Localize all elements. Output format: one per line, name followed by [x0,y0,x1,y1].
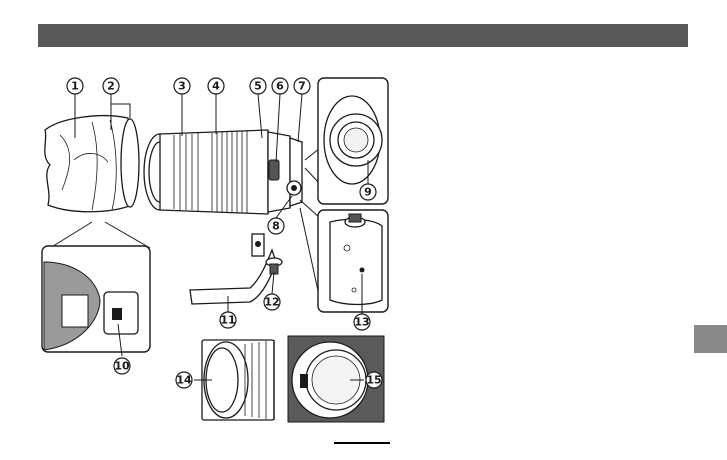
callout-9: 9 [360,184,376,200]
callout-11: 11 [220,312,236,328]
svg-text:2: 2 [107,80,115,93]
callout-3: 3 [174,78,190,94]
callout-1: 1 [67,78,83,94]
svg-text:10: 10 [114,360,130,373]
svg-text:9: 9 [364,186,372,199]
front-cap-illustration [202,340,274,420]
svg-text:8: 8 [272,220,280,233]
svg-text:5: 5 [254,80,262,93]
callout-8: 8 [268,218,284,234]
svg-text:11: 11 [220,314,235,327]
svg-text:4: 4 [212,80,220,93]
tripod-foot-illustration [190,234,282,304]
lens-hood-illustration [45,116,139,212]
lens-body-illustration [144,130,302,214]
rear-mount-closeup [305,78,388,204]
hood-latch-closeup [42,222,150,352]
callout-15: 15 [366,372,382,388]
tripod-collar-closeup [300,200,388,312]
callout-14: 14 [176,372,192,388]
svg-text:6: 6 [276,80,284,93]
svg-text:12: 12 [264,296,279,309]
callout-13: 13 [354,314,370,330]
svg-text:3: 3 [178,80,186,93]
callout-7: 7 [294,78,310,94]
callout-5: 5 [250,78,266,94]
svg-text:14: 14 [176,374,192,387]
callout-10: 10 [114,358,130,374]
callout-2: 2 [103,78,119,94]
callout-12: 12 [264,294,280,310]
callout-6: 6 [272,78,288,94]
svg-text:7: 7 [298,80,306,93]
svg-text:13: 13 [354,316,369,329]
svg-text:15: 15 [366,374,381,387]
svg-text:1: 1 [71,80,79,93]
callout-4: 4 [208,78,224,94]
